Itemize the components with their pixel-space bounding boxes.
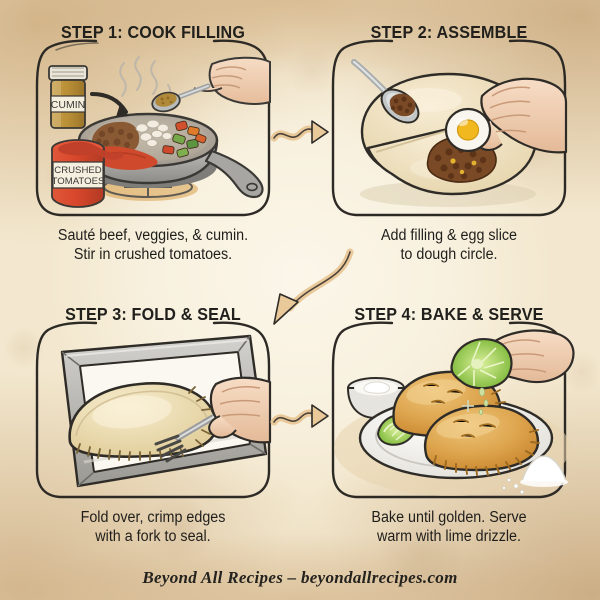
can-label-line-1: CRUSHED <box>54 165 102 176</box>
panel-2-title: STEP 2: ASSEMBLE <box>370 22 528 42</box>
onion-pieces <box>135 119 173 148</box>
panel-1-illustration: CUMIN CRUSHED TOMATOES <box>36 48 271 216</box>
arrow-step2-to-step3 <box>252 246 364 330</box>
panel-1-caption: Sauté beef, veggies, & cumin. Stir in cr… <box>20 226 286 264</box>
step-panel-1: STEP 1: COOK FILLING <box>10 14 296 288</box>
hand-squeezing-lime <box>450 329 575 416</box>
panel-4-caption: Bake until golden. Serve warm with lime … <box>316 508 582 546</box>
panel-3-caption-line-2: with a fork to seal. <box>95 528 211 545</box>
cumin-jar: CUMIN <box>48 65 88 129</box>
hand-with-cumin-spoon <box>151 56 271 113</box>
step-panel-3: STEP 3: FOLD & SEAL <box>10 296 296 570</box>
step-panel-4: STEP 4: BAKE & SERVE <box>306 296 592 570</box>
panel-1-caption-line-2: Stir in crushed tomatoes. <box>73 246 233 263</box>
pepper-pieces <box>162 120 207 158</box>
panel-1-caption-line-1: Sauté beef, veggies, & cumin. <box>57 227 249 244</box>
cumin-pour-arrow <box>90 92 128 114</box>
panel-2-caption: Add filling & egg slice to dough circle. <box>316 226 582 264</box>
panel-3-caption: Fold over, crimp edges with a fork to se… <box>20 508 286 546</box>
panel-4-frame <box>330 320 568 500</box>
arrow-step1-to-step2 <box>268 104 332 164</box>
crushed-tomatoes-can: CRUSHED TOMATOES <box>51 139 124 208</box>
panel-3-title: STEP 3: FOLD & SEAL <box>65 304 241 324</box>
hand-with-egg-slice <box>444 77 568 154</box>
empanada-front <box>423 404 540 476</box>
panel-4-caption-line-2: warm with lime drizzle. <box>377 528 521 545</box>
panel-3-frame <box>34 320 272 500</box>
footer-brand-credit: Beyond All Recipes – beyondallrecipes.co… <box>142 568 458 587</box>
panel-1-title: STEP 1: COOK FILLING <box>60 22 246 42</box>
spoon-with-filling <box>351 59 420 124</box>
lime-juice-drips <box>478 387 489 416</box>
panel-4-caption-line-1: Bake until golden. Serve <box>371 509 527 526</box>
panel-4-title: STEP 4: BAKE & SERVE <box>354 304 544 324</box>
panel-3-illustration <box>36 330 272 498</box>
panel-2-caption-line-2: to dough circle. <box>400 246 498 263</box>
cumin-jar-label: CUMIN <box>51 99 85 111</box>
panel-4-illustration <box>332 329 575 498</box>
panel-2-illustration <box>332 48 568 216</box>
can-label-line-2: TOMATOES <box>52 176 105 187</box>
step-panel-2: STEP 2: ASSEMBLE <box>306 14 592 288</box>
panel-2-frame <box>330 38 568 218</box>
salt-pile <box>502 455 568 495</box>
panel-1-frame <box>34 38 272 218</box>
panel-3-caption-line-1: Fold over, crimp edges <box>80 509 226 526</box>
arrow-step3-to-step4 <box>268 388 332 448</box>
crimp-front <box>433 429 540 476</box>
hand-with-fork <box>154 376 272 463</box>
panel-2-caption-line-1: Add filling & egg slice <box>380 227 518 244</box>
